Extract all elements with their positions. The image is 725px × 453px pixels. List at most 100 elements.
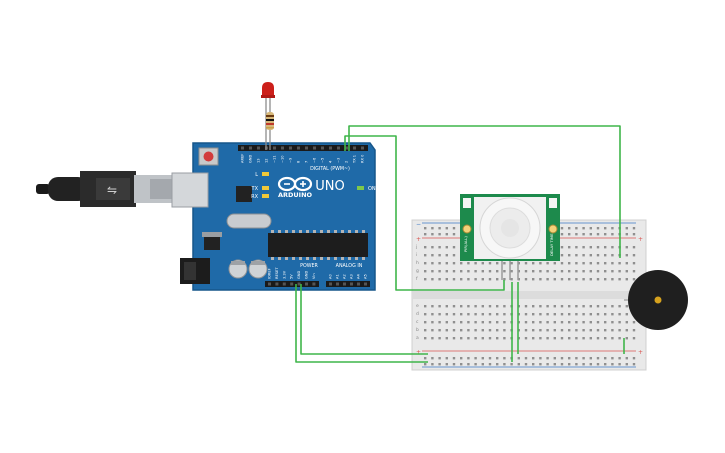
terminal-hole[interactable] [582, 246, 585, 249]
terminal-hole[interactable] [445, 262, 448, 265]
terminal-hole[interactable] [611, 254, 614, 257]
rail-hole[interactable] [424, 363, 427, 366]
terminal-hole[interactable] [560, 313, 564, 316]
terminal-hole[interactable] [445, 337, 448, 340]
terminal-hole[interactable] [532, 321, 535, 324]
terminal-hole[interactable] [596, 337, 600, 340]
wires[interactable] [295, 125, 625, 363]
terminal-hole[interactable] [539, 278, 542, 281]
terminal-hole[interactable] [596, 321, 600, 324]
terminal-hole[interactable] [424, 270, 427, 273]
terminal-hole[interactable] [503, 305, 506, 308]
terminal-hole[interactable] [424, 254, 427, 257]
terminal-hole[interactable] [445, 313, 448, 316]
rail-hole[interactable] [618, 357, 621, 360]
terminal-hole[interactable] [496, 262, 499, 265]
digital-pin-socket[interactable] [249, 146, 252, 150]
terminal-hole[interactable] [467, 305, 470, 308]
terminal-hole[interactable] [611, 305, 614, 308]
terminal-hole[interactable] [438, 337, 441, 340]
terminal-hole[interactable] [611, 337, 614, 340]
terminal-hole[interactable] [596, 278, 600, 281]
terminal-hole[interactable] [474, 270, 477, 273]
terminal-hole[interactable] [560, 246, 564, 249]
terminal-hole[interactable] [539, 337, 542, 340]
terminal-hole[interactable] [539, 313, 542, 316]
terminal-hole[interactable] [632, 321, 636, 324]
rail-hole[interactable] [596, 363, 600, 366]
rail-hole[interactable] [604, 357, 607, 360]
rail-hole[interactable] [632, 227, 636, 230]
terminal-hole[interactable] [474, 321, 477, 324]
terminal-hole[interactable] [438, 270, 441, 273]
terminal-hole[interactable] [618, 278, 621, 281]
terminal-hole[interactable] [424, 262, 427, 265]
rail-hole[interactable] [604, 233, 607, 236]
rail-hole[interactable] [496, 363, 499, 366]
rail-hole[interactable] [496, 357, 499, 360]
terminal-hole[interactable] [488, 313, 492, 316]
rail-hole[interactable] [488, 357, 492, 360]
rail-hole[interactable] [445, 363, 448, 366]
terminal-hole[interactable] [438, 321, 441, 324]
terminal-hole[interactable] [460, 337, 463, 340]
terminal-hole[interactable] [488, 278, 492, 281]
digital-pin-socket[interactable] [361, 146, 364, 150]
digital-pin-socket[interactable] [241, 146, 244, 150]
terminal-hole[interactable] [452, 278, 456, 281]
terminal-hole[interactable] [560, 305, 564, 308]
terminal-hole[interactable] [611, 313, 614, 316]
rail-hole[interactable] [452, 357, 456, 360]
terminal-hole[interactable] [532, 278, 535, 281]
terminal-hole[interactable] [452, 305, 456, 308]
rail-hole[interactable] [575, 357, 578, 360]
terminal-hole[interactable] [488, 262, 492, 265]
rail-hole[interactable] [424, 227, 427, 230]
terminal-hole[interactable] [604, 254, 607, 257]
rail-hole[interactable] [481, 357, 484, 360]
terminal-hole[interactable] [524, 321, 528, 324]
terminal-hole[interactable] [568, 313, 571, 316]
pir-sensor[interactable]: PIR(ALL) DELAY TIME [460, 194, 560, 280]
rail-hole[interactable] [582, 357, 585, 360]
terminal-hole[interactable] [467, 270, 470, 273]
terminal-hole[interactable] [568, 305, 571, 308]
terminal-hole[interactable] [625, 254, 628, 257]
terminal-hole[interactable] [445, 246, 448, 249]
terminal-hole[interactable] [496, 305, 499, 308]
terminal-hole[interactable] [575, 278, 578, 281]
terminal-hole[interactable] [467, 337, 470, 340]
terminal-hole[interactable] [596, 262, 600, 265]
terminal-hole[interactable] [589, 278, 592, 281]
terminal-hole[interactable] [625, 270, 628, 273]
rail-hole[interactable] [474, 357, 477, 360]
terminal-hole[interactable] [625, 329, 628, 332]
terminal-hole[interactable] [589, 321, 592, 324]
rail-hole[interactable] [618, 363, 621, 366]
terminal-hole[interactable] [546, 321, 549, 324]
terminal-hole[interactable] [496, 337, 499, 340]
terminal-hole[interactable] [467, 313, 470, 316]
terminal-hole[interactable] [431, 270, 434, 273]
terminal-hole[interactable] [474, 305, 477, 308]
resistor[interactable] [266, 108, 274, 150]
terminal-hole[interactable] [474, 262, 477, 265]
terminal-hole[interactable] [496, 321, 499, 324]
terminal-hole[interactable] [618, 313, 621, 316]
terminal-hole[interactable] [611, 270, 614, 273]
terminal-hole[interactable] [553, 313, 556, 316]
terminal-hole[interactable] [582, 305, 585, 308]
terminal-hole[interactable] [481, 337, 484, 340]
terminal-hole[interactable] [589, 313, 592, 316]
reset-button-cap[interactable] [203, 151, 214, 162]
rail-hole[interactable] [546, 357, 549, 360]
terminal-hole[interactable] [474, 337, 477, 340]
terminal-hole[interactable] [604, 305, 607, 308]
terminal-hole[interactable] [517, 278, 520, 281]
rail-hole[interactable] [510, 363, 513, 366]
terminal-hole[interactable] [575, 337, 578, 340]
terminal-hole[interactable] [517, 270, 520, 273]
terminal-hole[interactable] [481, 313, 484, 316]
terminal-hole[interactable] [438, 254, 441, 257]
